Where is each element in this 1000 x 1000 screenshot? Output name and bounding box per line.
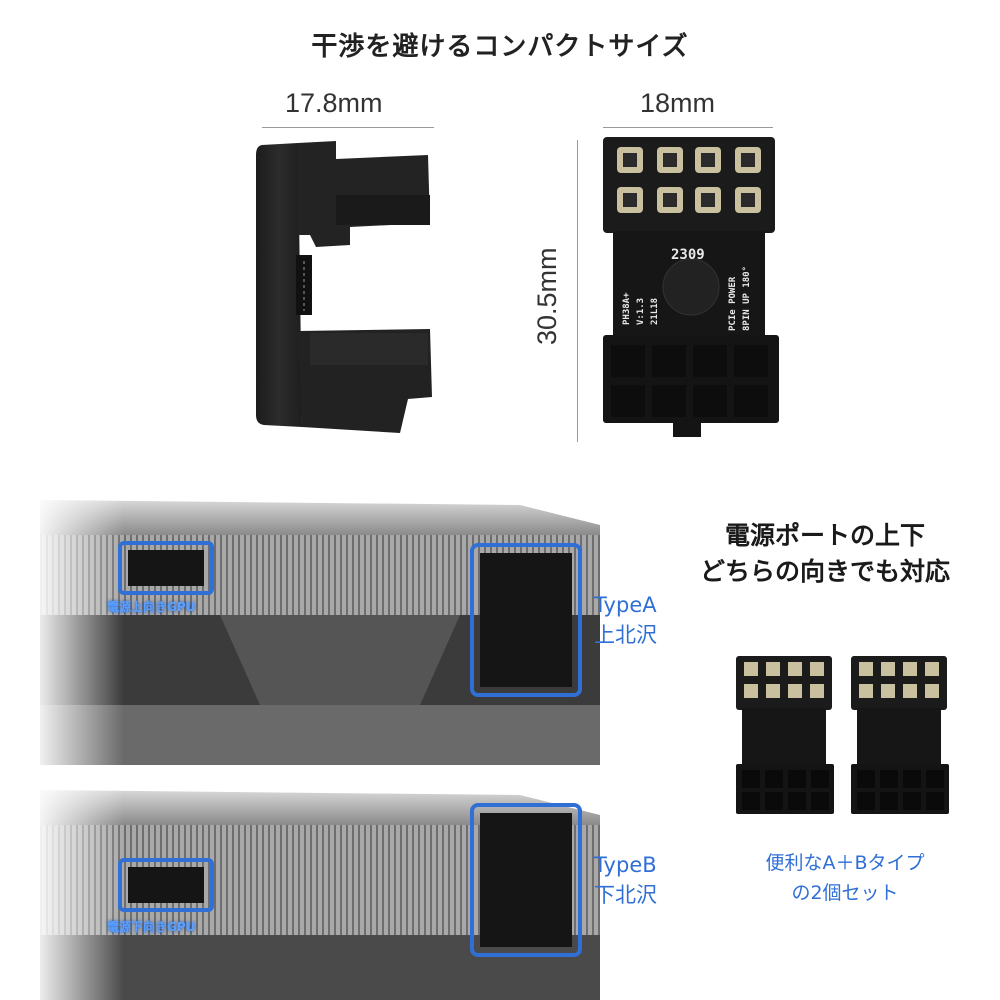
orientation-note: 電源ポートの上下 どちらの向きでも対応 [670,518,980,590]
gpu-image-type-a [40,495,600,765]
type-b-name: TypeB [594,853,657,877]
pin-grid-top [617,147,761,213]
front-height-line [577,140,578,442]
orientation-note-line2: どちらの向きでも対応 [699,557,950,586]
type-b-gpu-label: 電源下向きGPU [107,920,196,934]
pcb-line1: PCIe POWER [728,276,738,331]
adapter-type-a-small [736,656,834,814]
gpu-image-type-b [40,785,600,1000]
side-width-line [262,127,434,128]
set-note-line2: の2個セット [791,882,899,904]
type-a-desc: 上北沢 [594,623,657,647]
type-a-block: TypeA 上北沢 [594,590,657,650]
pcb-line2: 8PIN UP 180° [742,266,752,331]
front-width-label: 18mm [640,88,716,118]
adapter-type-b-small [851,656,949,814]
page-title: 干渉を避けるコンパクトサイズ [311,32,689,62]
set-note: 便利なA＋Bタイプ の2個セット [735,848,955,908]
type-b-desc: 下北沢 [594,883,657,907]
pcb-model: PH38A+ [622,292,632,325]
orientation-note-line1: 電源ポートの上下 [724,521,925,550]
type-b-block: TypeB 下北沢 [594,850,657,910]
adapter-side-view [256,141,432,433]
socket-grid-bottom [611,345,768,417]
side-width-label: 17.8mm [285,88,383,118]
pcb-batch: 21L18 [650,298,660,325]
front-height-label: 30.5mm [532,247,562,345]
adapter-front-view: 2309 PH38A+ V:1.3 21L18 PCIe POWER 8PIN … [603,137,779,437]
type-a-gpu-label: 電源上向きGPU [107,600,196,614]
type-a-name: TypeA [594,593,657,617]
pcb-code: 2309 [671,247,705,263]
pcb-version: V:1.3 [636,298,646,325]
set-note-line1: 便利なA＋Bタイプ [765,852,925,874]
front-width-line [603,127,773,128]
